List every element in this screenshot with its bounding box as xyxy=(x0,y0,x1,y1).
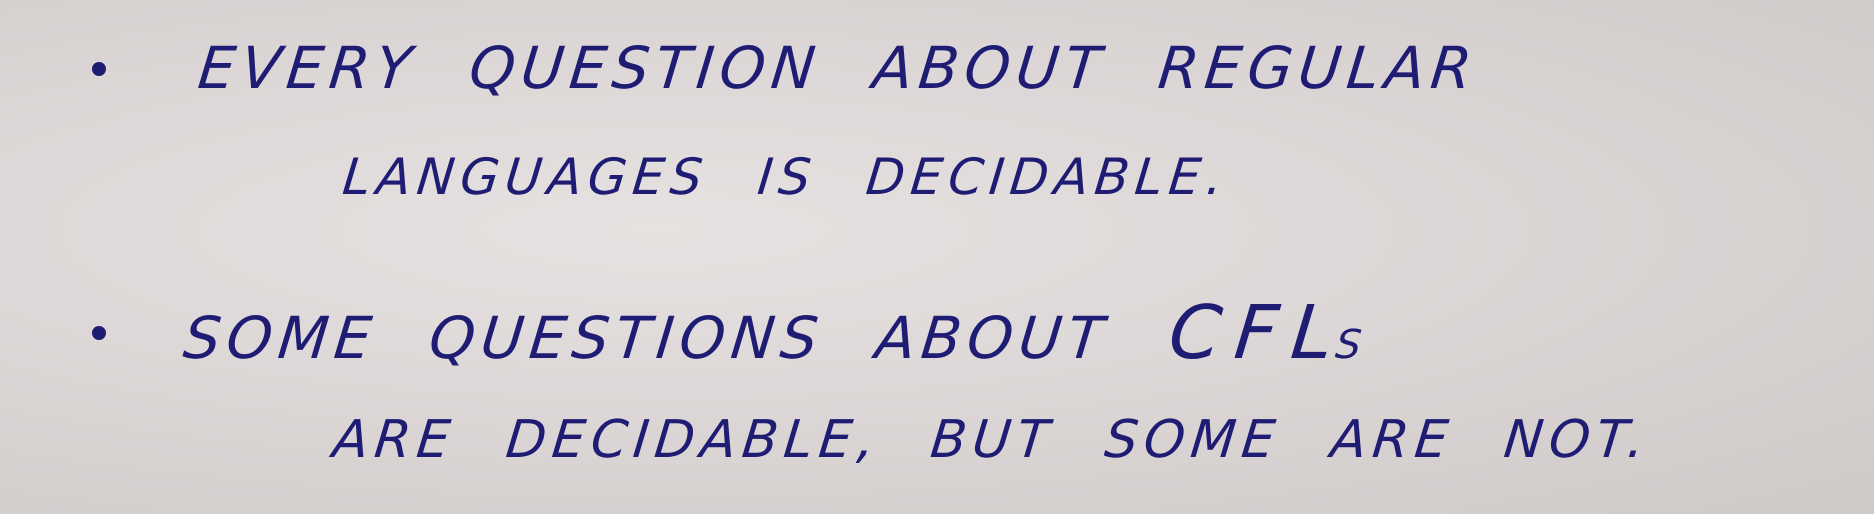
cfl-term: CFL xyxy=(1165,290,1352,376)
bullet-point xyxy=(92,326,106,340)
bullet-point xyxy=(92,62,106,76)
statement-1-line-1: Every question about regular xyxy=(195,34,1481,102)
cfl-plural-suffix: s xyxy=(1333,322,1364,368)
statement-2-line-1: Some questions about CFLs xyxy=(180,290,1367,376)
statement-2-line-2: are decidable, but some are not. xyxy=(330,410,1654,470)
statement-2-line-1-text: Some questions about xyxy=(180,304,1113,372)
statement-1-line-2: languages is decidable. xyxy=(340,148,1232,206)
